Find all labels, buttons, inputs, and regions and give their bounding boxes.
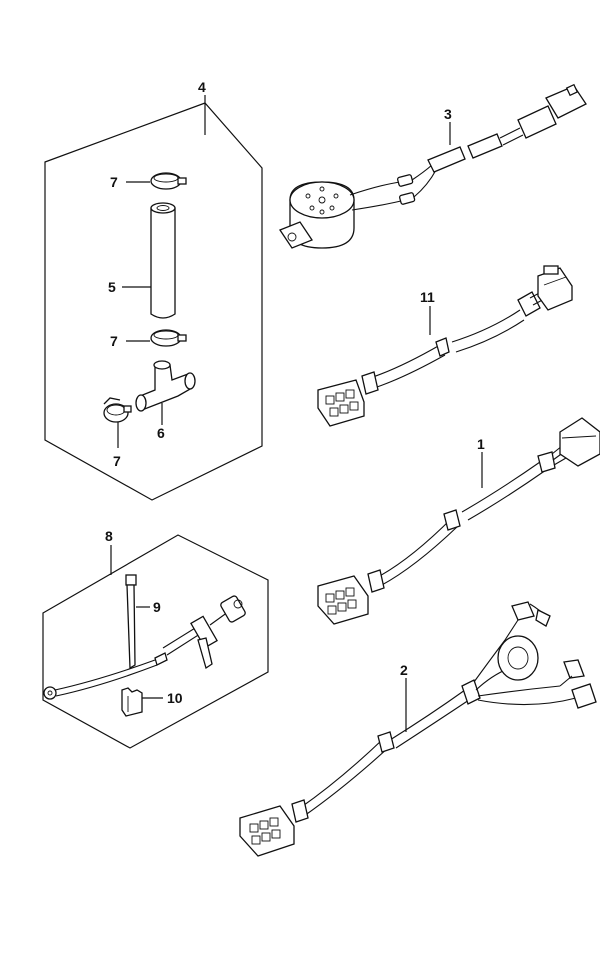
callout-10: 10 [167, 690, 183, 706]
part-2-harness: 2 [239, 601, 597, 857]
t-fitting [135, 360, 196, 412]
group-8-lead-kit: 8 9 10 [42, 528, 269, 749]
hose-clamp-middle [150, 329, 187, 347]
part-1-harness: 1 [317, 417, 600, 625]
callout-8: 8 [105, 528, 113, 544]
callout-2: 2 [400, 662, 408, 678]
hose-clamp-top [150, 172, 187, 190]
cable-tie [125, 574, 137, 670]
part-3-buzzer: 3 [279, 83, 587, 249]
callout-1: 1 [477, 436, 485, 452]
part-11-harness: 11 [317, 265, 573, 427]
callout-4: 4 [198, 79, 206, 95]
callout-7-middle: 7 [110, 333, 118, 349]
callout-7-top: 7 [110, 174, 118, 190]
group-4-hose-kit: 4 7 5 7 6 [44, 79, 263, 501]
plug [121, 687, 143, 717]
callout-3: 3 [444, 106, 452, 122]
callout-6: 6 [157, 425, 165, 441]
hose-clamp-bottom [103, 397, 132, 423]
callout-7-bottom: 7 [113, 453, 121, 469]
ground-wire [43, 595, 246, 700]
callout-11: 11 [420, 289, 435, 305]
callout-5: 5 [108, 279, 116, 295]
hose-tube [150, 202, 176, 319]
callout-9: 9 [153, 599, 161, 615]
